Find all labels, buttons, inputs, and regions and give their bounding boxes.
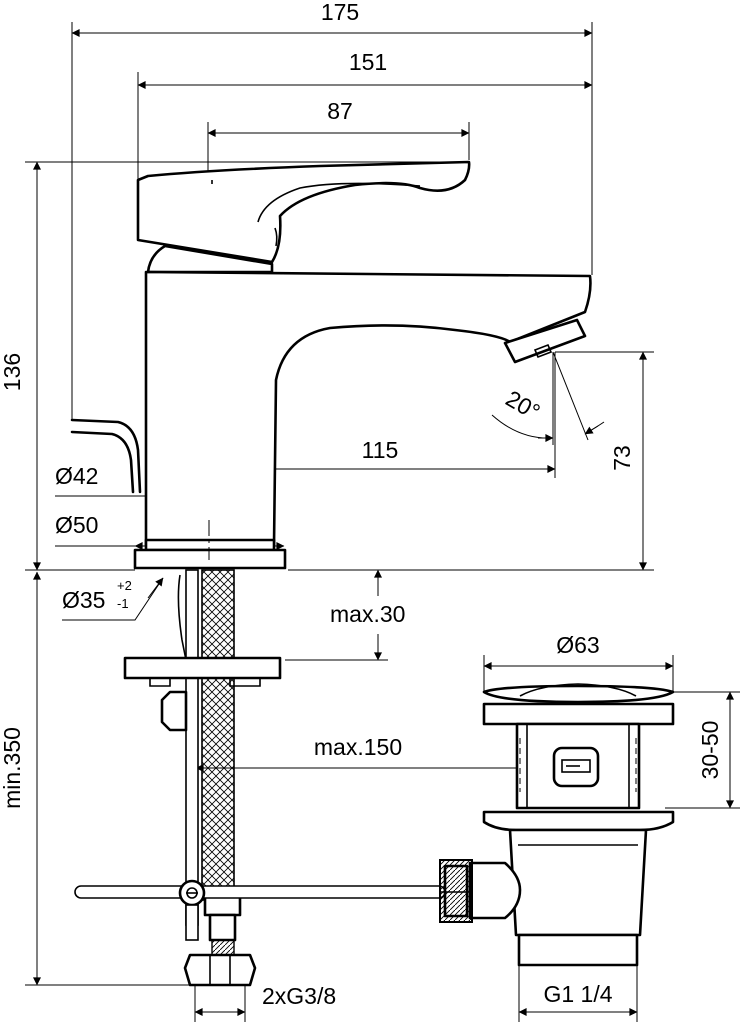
dim-label-2xg3-8: 2xG3/8: [262, 983, 336, 1009]
dimension-hole-diameter: Ø35 +2 -1: [62, 577, 164, 621]
dimension-drain-thread: G1 1/4: [518, 965, 638, 1022]
drain-lift-rod: [70, 418, 142, 494]
base-rosette: [144, 538, 276, 552]
connection-nut: [183, 953, 257, 987]
braided-hose: [201, 569, 235, 901]
dim-label-diameter-50: Ø50: [55, 512, 98, 538]
waste-tail-thread: [517, 933, 639, 967]
dimension-min-hose-length: min.350: [0, 571, 195, 986]
dimension-handle-length: 87: [207, 98, 470, 178]
waste-flange: [482, 702, 675, 726]
dimension-spray-angle: 20°: [491, 351, 605, 445]
dim-label-136: 136: [0, 353, 25, 391]
waste-plug-cap: [482, 684, 675, 704]
dim-label-115: 115: [362, 437, 399, 463]
dimension-drain-diameter: Ø63: [483, 632, 674, 692]
dim-label-max-30: max.30: [330, 601, 405, 627]
dim-label-tolerance-plus: +2: [117, 578, 132, 593]
dimension-max-deck-thickness: max.30: [285, 569, 405, 661]
dim-label-151: 151: [349, 49, 387, 75]
base-plate: [133, 548, 287, 570]
mounting-stud: [185, 569, 199, 926]
dim-label-175: 175: [321, 0, 359, 25]
dim-label-diameter-35: Ø35: [62, 587, 105, 613]
aerator: [503, 318, 587, 364]
dimension-spout-height: 73: [288, 351, 654, 571]
dim-label-87: 87: [327, 98, 353, 124]
dim-label-tolerance-minus: -1: [117, 596, 129, 611]
horizontal-pull-rod: [74, 885, 446, 899]
dimension-overall-width: 175: [71, 0, 593, 420]
under-counter-assembly: [74, 569, 446, 987]
dim-label-30-50: 30-50: [697, 721, 723, 780]
dim-label-20-degree: 20°: [501, 385, 544, 425]
fixing-nut: [160, 690, 188, 732]
dim-label-g1-1-4: G1 1/4: [543, 981, 612, 1007]
dim-label-73: 73: [609, 445, 635, 471]
dim-label-diameter-63: Ø63: [556, 632, 599, 658]
dimension-overall-height: 136: [0, 161, 469, 571]
dim-label-diameter-42: Ø42: [55, 463, 98, 489]
dimension-body-width: 151: [137, 49, 593, 180]
dimension-connection-thread: 2xG3/8: [194, 980, 336, 1022]
faucet-body: [70, 160, 592, 570]
dim-label-max-150: max.150: [314, 734, 402, 760]
spout: [144, 270, 592, 547]
dimension-drain-height-range: 30-50: [665, 691, 740, 809]
fixing-plate: [123, 656, 282, 680]
lever-handle: [136, 160, 471, 264]
waste-nut: [482, 810, 675, 832]
pivot-housing: [468, 861, 522, 920]
pop-up-waste: [439, 683, 675, 967]
dim-label-min-350: min.350: [0, 727, 25, 809]
cartridge-cap: [146, 244, 274, 274]
